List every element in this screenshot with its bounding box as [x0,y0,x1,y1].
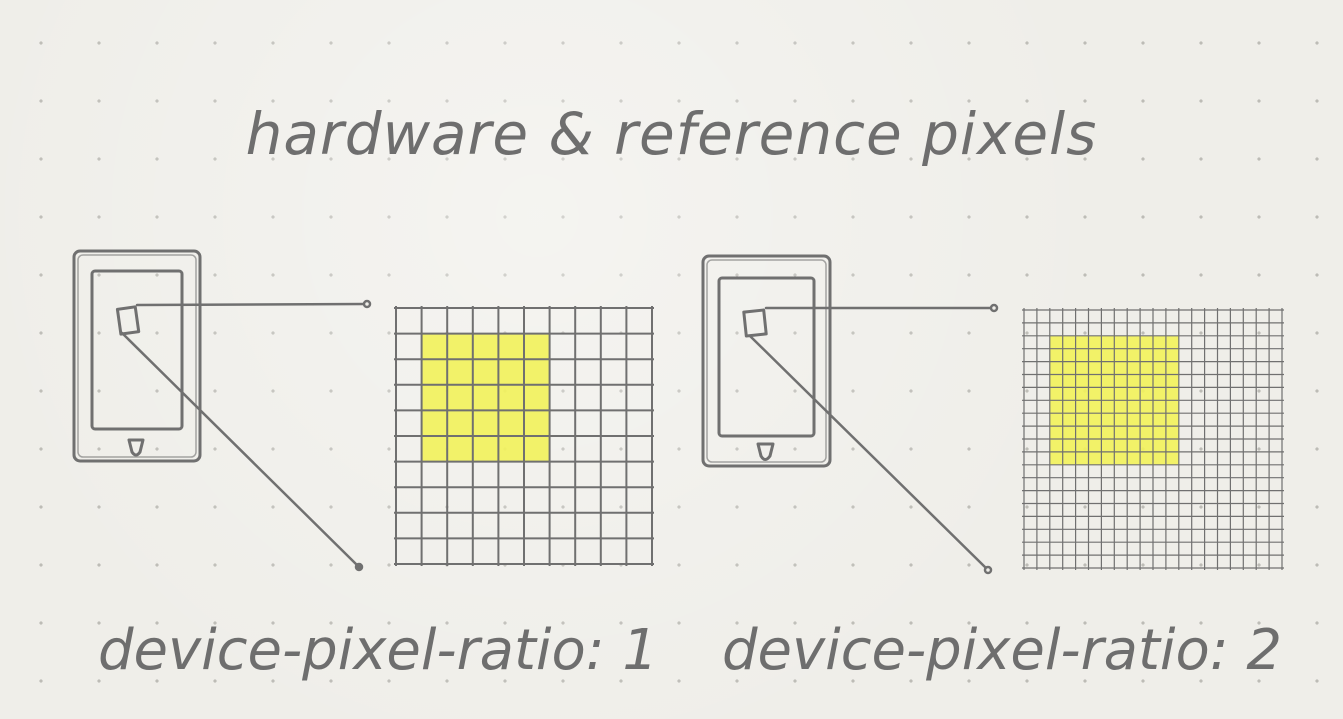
pixel-grid-left [394,306,654,566]
phone-icon-right [701,254,832,468]
zoom-lines-right [748,303,999,575]
caption-dpr-1: device-pixel-ratio: 1 [98,618,659,683]
highlight-block-left [421,333,550,462]
zoom-lines-left [120,299,372,572]
caption-dpr-2: device-pixel-ratio: 2 [722,618,1283,683]
phone-icon-left [72,249,202,463]
diagram-title: hardware & reference pixels [245,100,1098,168]
pixel-grid-right [1022,308,1284,570]
